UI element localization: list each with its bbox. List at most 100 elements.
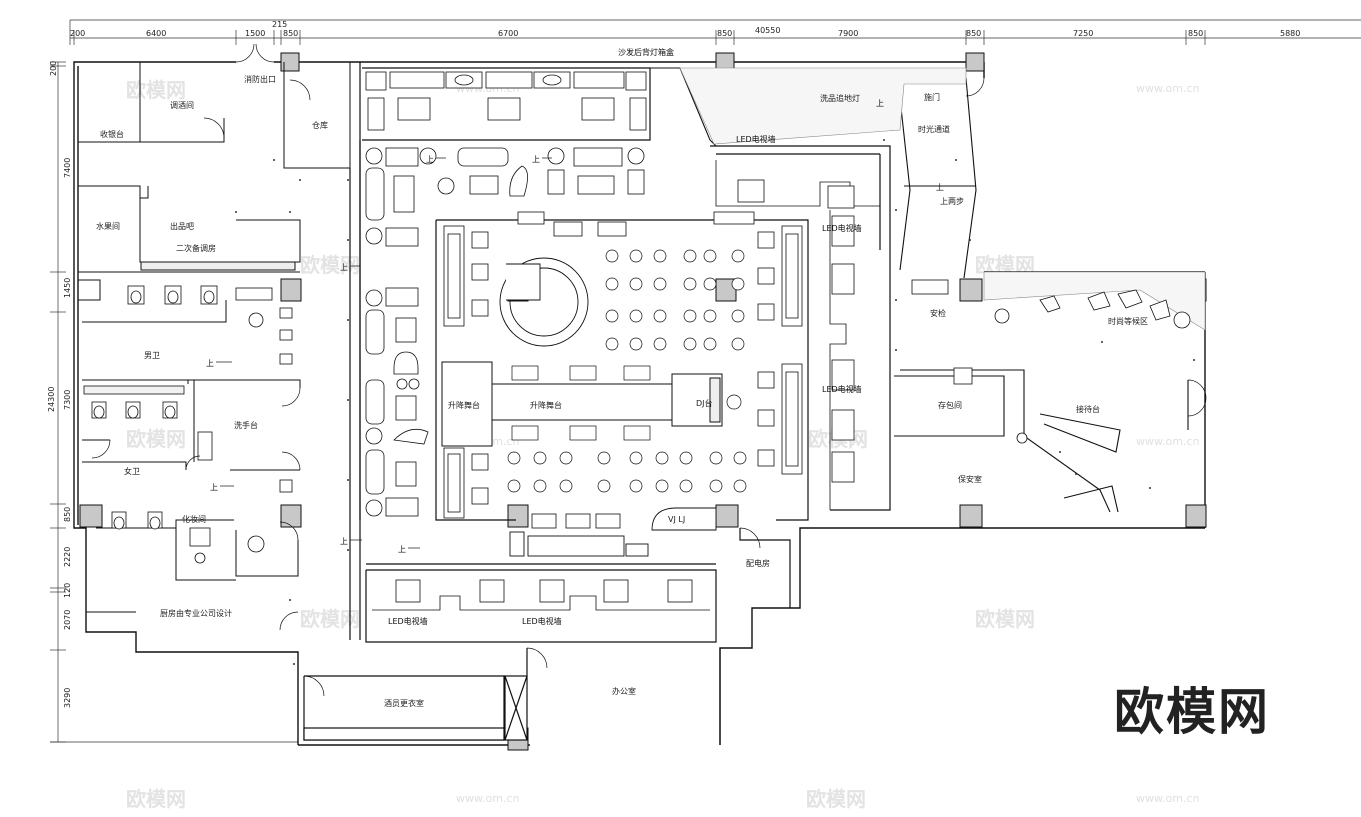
sofa-side — [629, 97, 647, 131]
dim-top-7: 40550 — [755, 26, 780, 35]
dim-left-5: 850 — [63, 507, 72, 522]
sofa-corner — [625, 71, 647, 91]
lamp-table — [365, 499, 383, 517]
top-sofa-row — [365, 71, 647, 131]
bottom-led-booths — [372, 579, 710, 611]
toilet-bowl — [113, 516, 125, 530]
booth-chair — [471, 263, 489, 281]
stair-arrow-label: 上 — [206, 359, 214, 368]
stair-arrow-label: 上 — [340, 263, 348, 272]
label-dj: DJ台 — [696, 398, 713, 408]
arrow-strokes — [216, 157, 552, 549]
lamp-table — [365, 147, 383, 165]
booth-table — [827, 185, 855, 209]
bar-cabinet — [625, 543, 649, 557]
left-booths — [365, 287, 429, 517]
stair-arrow-label: 上 — [876, 99, 884, 108]
toilet-bowl — [149, 516, 161, 530]
booth-table — [603, 579, 629, 603]
dim-left-0: 200 — [49, 61, 58, 76]
entrance-fixtures — [911, 279, 1191, 444]
left-dimension-labels: 200 7400 1450 24300 7300 850 2220 120 20… — [47, 61, 72, 708]
lamp-table — [365, 427, 383, 445]
label-led-wall: LED电视墙 — [822, 223, 862, 233]
toilet-fixtures — [83, 285, 293, 564]
booth-chair — [565, 513, 591, 529]
round-bar — [499, 257, 589, 347]
label-cashier: 收银台 — [100, 129, 124, 139]
label-time-tunnel: 时光通道 — [918, 124, 950, 134]
dim-top-10: 7250 — [1073, 29, 1093, 38]
counter — [235, 287, 273, 301]
label-led-wall: LED电视墙 — [388, 616, 428, 626]
toilet-bowl — [164, 405, 176, 419]
label-coat-room: 存包间 — [938, 400, 962, 410]
entrance-hatch — [679, 67, 1206, 331]
dim-top-2: 1500 — [245, 29, 265, 38]
column — [1185, 504, 1207, 528]
column — [280, 504, 302, 528]
toilet-bowl — [93, 405, 105, 419]
dim-left-7: 120 — [63, 583, 72, 598]
sofa — [385, 147, 419, 167]
column — [959, 504, 983, 528]
label-office: 办公室 — [612, 686, 636, 696]
column — [959, 278, 983, 302]
booth-table — [831, 451, 855, 483]
door-frame — [953, 367, 973, 385]
dim-left-2: 1450 — [63, 278, 72, 298]
watermark-text: 欧模网 — [126, 787, 186, 811]
led-tags: LED电视墙 LED电视墙 LED电视墙 LED电视墙 LED电视墙 沙发后背灯… — [388, 47, 862, 626]
label-upstairs: 上两步 — [940, 197, 964, 206]
sofa-side — [627, 169, 645, 195]
dim-top-9: 850 — [966, 29, 981, 38]
lamp-table — [419, 147, 437, 165]
security-gate — [911, 279, 949, 295]
basin — [279, 479, 293, 493]
watermark-url: www.om.cn — [1136, 435, 1199, 448]
label-led-wall: LED电视墙 — [822, 384, 862, 394]
om-logo: 欧模网 — [1114, 683, 1270, 741]
basin — [279, 329, 293, 341]
coffee-table — [577, 175, 615, 195]
basin-counter — [197, 431, 213, 461]
coffee-table — [397, 97, 431, 121]
makeup-table — [189, 527, 211, 547]
main-hall-walls — [303, 62, 891, 745]
sofa-side — [365, 167, 385, 221]
coffee-table — [393, 175, 415, 213]
sofa-side — [365, 379, 385, 425]
dim-top-12: 5880 — [1280, 29, 1300, 38]
booth-chair — [471, 487, 489, 505]
table — [454, 74, 474, 86]
bar-counter — [527, 535, 625, 557]
label-secondary-bar: 二次备调房 — [176, 243, 216, 253]
step — [517, 211, 545, 225]
watermark-text: 欧模网 — [975, 607, 1035, 631]
column — [280, 52, 300, 72]
watermark-text: 欧模网 — [806, 787, 866, 811]
dim-top-1: 6400 — [146, 29, 166, 38]
table-pairs — [511, 365, 651, 441]
urinal-row — [83, 385, 185, 395]
label-makeup: 化妆间 — [182, 514, 206, 524]
sofa-side — [547, 169, 565, 195]
sofa-side — [365, 449, 385, 495]
watermark-text: 欧模网 — [126, 427, 186, 451]
stage-area — [441, 361, 723, 447]
plant — [1016, 432, 1028, 444]
dim-left-9: 3290 — [63, 688, 72, 708]
dim-top-5: 6700 — [498, 29, 518, 38]
booth-chair — [757, 409, 775, 427]
label-fire-exit: 消防出口 — [244, 74, 276, 84]
booth-chair — [471, 299, 489, 317]
bottom-bar — [509, 507, 717, 557]
plant — [994, 308, 1010, 324]
plant — [1173, 311, 1191, 329]
label-wine-room: 调酒间 — [170, 101, 194, 110]
booth-chair — [757, 267, 775, 285]
booth-table — [479, 579, 505, 603]
sofa-stone — [1149, 299, 1171, 321]
step — [713, 211, 755, 225]
